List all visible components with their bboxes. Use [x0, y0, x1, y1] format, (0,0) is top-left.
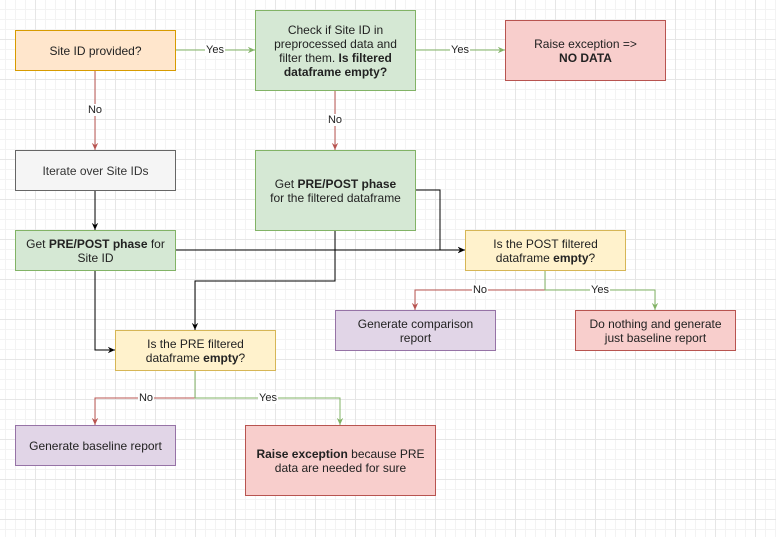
edge-filtered-to-pre: [191, 230, 336, 330]
node-get-phase-site[interactable]: Get PRE/POST phase for Site ID: [15, 230, 176, 271]
node-label: Iterate over Site IDs: [42, 163, 149, 178]
node-label: Raise exception because PRE data are nee…: [256, 446, 425, 475]
node-is-pre-empty[interactable]: Is the PRE filtered dataframe empty?: [115, 330, 276, 371]
edge-label-yes: Yes: [258, 392, 278, 404]
node-label: Get PRE/POST phase for Site ID: [26, 236, 165, 265]
node-is-post-empty[interactable]: Is the POST filtered dataframe empty?: [465, 230, 626, 271]
node-generate-baseline[interactable]: Generate baseline report: [15, 425, 176, 466]
node-label: Generate comparison report: [357, 316, 474, 345]
node-label: Check if Site ID in preprocessed data an…: [274, 22, 397, 79]
node-site-id-provided[interactable]: Site ID provided?: [15, 30, 176, 71]
node-raise-no-data[interactable]: Raise exception =>NO DATA: [505, 20, 666, 81]
edge-label-yes: Yes: [450, 44, 470, 56]
node-raise-pre-needed[interactable]: Raise exception because PRE data are nee…: [245, 425, 436, 496]
node-label: Is the PRE filtered dataframe empty?: [145, 336, 246, 365]
node-check-site-id[interactable]: Check if Site ID in preprocessed data an…: [255, 10, 416, 91]
node-label: Site ID provided?: [49, 43, 142, 58]
edge-label-no: No: [137, 392, 155, 404]
edge-label-no: No: [471, 284, 489, 296]
node-get-phase-filtered[interactable]: Get PRE/POST phase for the filtered data…: [255, 150, 416, 231]
edge-label-no: No: [326, 114, 344, 126]
node-iterate-site-ids[interactable]: Iterate over Site IDs: [15, 150, 176, 191]
node-label: Do nothing and generate just baseline re…: [589, 316, 722, 345]
node-label: Is the POST filtered dataframe empty?: [493, 236, 598, 265]
edge-site-to-pre: [94, 270, 115, 354]
edge-label-yes: Yes: [205, 44, 225, 56]
edge-filtered-to-post: [415, 189, 465, 254]
edge-label-yes: Yes: [590, 284, 610, 296]
node-label: Raise exception =>NO DATA: [534, 36, 637, 65]
node-label: Generate baseline report: [29, 438, 162, 453]
node-do-nothing-baseline[interactable]: Do nothing and generate just baseline re…: [575, 310, 736, 351]
edge-label-no: No: [86, 104, 104, 116]
node-generate-comparison[interactable]: Generate comparison report: [335, 310, 496, 351]
node-label: Get PRE/POST phase for the filtered data…: [270, 177, 401, 205]
